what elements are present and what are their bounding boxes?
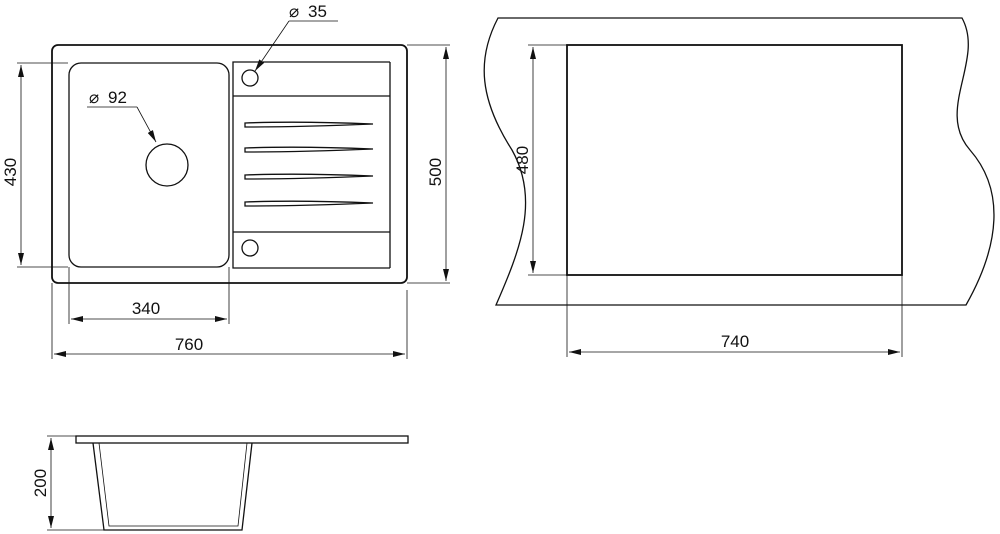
tap-hole [241, 69, 259, 87]
groove [244, 121, 374, 128]
drain-diameter-label: 92 [108, 88, 127, 107]
cutout-rectangle [566, 44, 903, 276]
tap-hole-diameter-symbol: ⌀ [289, 2, 299, 21]
sink-outline [51, 44, 408, 284]
countertop-cutout-view: 480 740 [483, 17, 995, 357]
overall-depth-label: 500 [426, 158, 445, 186]
cutout-width-label: 740 [721, 332, 749, 351]
cutout-depth-label: 480 [513, 146, 532, 174]
bowl-depth-label: 430 [1, 158, 20, 186]
groove [244, 146, 374, 153]
tap-hole-diameter-label: 35 [308, 2, 327, 21]
bowl-width-label: 340 [132, 299, 160, 318]
drain-leader-diag [136, 106, 157, 143]
tap-hole-leader-diag [254, 20, 290, 72]
countertop-outline [483, 17, 995, 306]
rim-profile [75, 435, 409, 444]
overflow-hole [241, 239, 259, 257]
overall-width-label: 760 [175, 335, 203, 354]
bowl-outline [68, 62, 230, 268]
bowl-height-label: 200 [31, 469, 50, 497]
groove [244, 173, 374, 180]
drain-hole [145, 143, 189, 187]
bowl-profile-inner [98, 442, 248, 527]
drain-diameter-symbol: ⌀ [89, 88, 99, 107]
bowl-profile [92, 442, 253, 531]
drainboard-outline [232, 61, 390, 269]
sink-side-view: 200 [31, 435, 409, 531]
groove [244, 200, 374, 207]
sink-top-view: ⌀ 35 ⌀ 92 430 500 340 760 [1, 2, 450, 359]
drainboard-grooves [244, 121, 374, 207]
